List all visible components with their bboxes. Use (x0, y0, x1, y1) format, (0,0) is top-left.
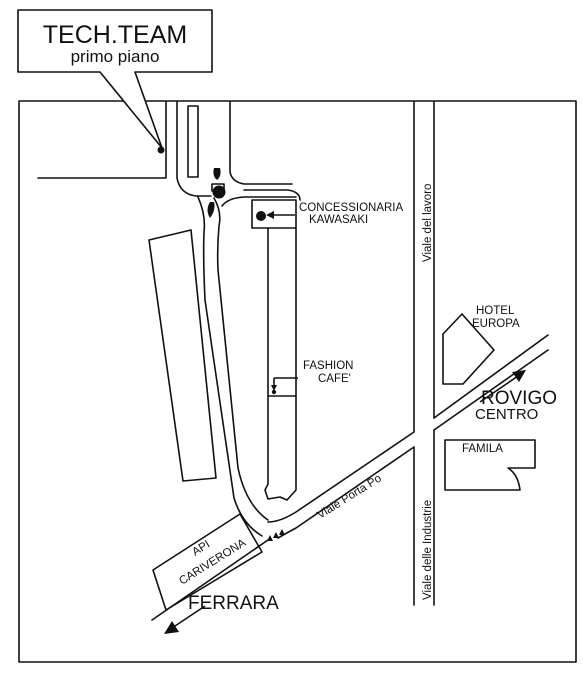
label-famila: FAMILA (462, 443, 503, 455)
callout-tech-team: TECH.TEAM primo piano (18, 10, 212, 72)
arrow-kawasaki-head (266, 211, 274, 219)
traffic-light-icon (267, 529, 285, 541)
callout-title: TECH.TEAM (42, 21, 188, 49)
label-europa: EUROPA (472, 318, 520, 330)
arrow-ferrara-icon (164, 621, 179, 634)
building-long (251, 199, 297, 501)
road-viale-porta-po-upper (267, 431, 415, 523)
label-concessionaria: CONCESSIONARIA (299, 202, 404, 214)
building-tech-team (37, 101, 167, 179)
label-cariverona: CARIVERONA (177, 537, 248, 588)
label-viale-del-lavoro: Viale del lavoro (422, 184, 434, 262)
road-main-left (197, 196, 263, 537)
road-top-right (229, 101, 293, 185)
label-ferrara: FERRARA (188, 593, 279, 614)
label-cafe: CAFE' (318, 373, 351, 385)
road-diagonal-right-lower (433, 349, 549, 431)
arrow-fashion-head (271, 385, 277, 391)
road-top-left (176, 101, 212, 197)
marker-fashion-cafe (271, 389, 277, 395)
block-left-long (148, 229, 217, 482)
arrow-ferrara-line (171, 605, 206, 629)
label-centro: CENTRO (475, 406, 539, 423)
label-viale-delle-industrie: Viale delle Industrie (422, 500, 434, 600)
label-fashion: FASHION (303, 360, 354, 372)
road-viale-porta-po-lower-2 (277, 446, 415, 539)
marker-tech-team (157, 146, 165, 154)
building-famila (444, 439, 536, 491)
label-kawasaki: KAWASAKI (309, 214, 369, 226)
label-viale-porta-po: Viale Porta Po (315, 473, 384, 522)
arrow-roundabout-bottom (207, 202, 215, 218)
marker-kawasaki (256, 211, 266, 221)
box-api-cariverona (152, 513, 263, 611)
arrow-roundabout-top (213, 168, 221, 180)
road-main-right (213, 197, 269, 521)
map-frame (18, 100, 577, 663)
label-api: API (190, 539, 212, 559)
arrow-rovigo-line (479, 375, 519, 403)
callout-subtitle: primo piano (70, 47, 160, 66)
road-main-junction (221, 196, 297, 207)
label-rovigo: ROVIGO (481, 388, 558, 409)
marker-roundabout (212, 185, 226, 199)
callout-box (17, 9, 213, 149)
arrow-rovigo-icon (512, 370, 526, 382)
road-top-connector (243, 189, 301, 201)
road-diagonal-right-upper (433, 334, 549, 419)
label-hotel: HOTEL (476, 305, 515, 317)
building-hotel-europa (442, 313, 495, 385)
median-strip (187, 105, 199, 178)
